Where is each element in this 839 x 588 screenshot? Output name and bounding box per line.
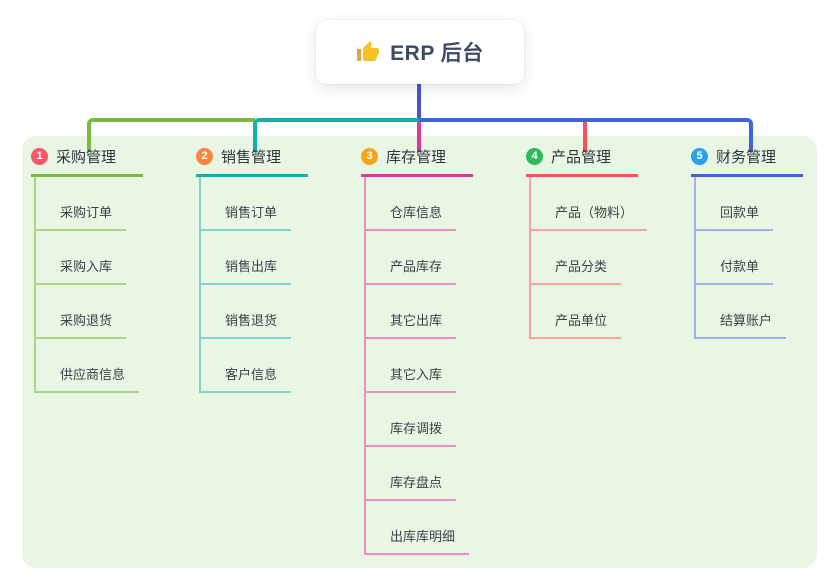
child-node[interactable]: 产品（物料） <box>531 177 648 231</box>
child-node[interactable]: 结算账户 <box>696 285 787 339</box>
child-node[interactable]: 供应商信息 <box>36 339 140 393</box>
child-label: 产品分类 <box>531 256 622 285</box>
child-label: 付款单 <box>696 256 774 285</box>
child-node[interactable]: 回款单 <box>696 177 786 231</box>
child-label: 库存盘点 <box>366 472 457 501</box>
child-label: 产品单位 <box>531 310 622 339</box>
branch-number-badge: 5 <box>691 148 708 165</box>
branch-children: 采购订单 采购入库 采购退货 供应商信息 <box>34 177 140 393</box>
child-label: 销售出库 <box>201 256 292 285</box>
child-node[interactable]: 产品库存 <box>366 231 469 285</box>
child-node[interactable]: 销售订单 <box>201 177 292 231</box>
child-label: 回款单 <box>696 202 774 231</box>
child-label: 产品库存 <box>366 256 457 285</box>
connector-branch-inventory-drop <box>417 122 421 152</box>
child-label: 采购退货 <box>36 310 127 339</box>
root-title: ERP 后台 <box>390 42 484 65</box>
child-label: 客户信息 <box>201 364 292 393</box>
branch-product: 4 产品管理 产品（物料） 产品分类 产品单位 <box>526 146 648 339</box>
child-label: 供应商信息 <box>36 364 140 393</box>
branch-header-finance[interactable]: 5 财务管理 <box>691 146 803 177</box>
child-node[interactable]: 出库库明细 <box>366 501 470 555</box>
child-label: 仓库信息 <box>366 202 457 231</box>
child-node[interactable]: 销售退货 <box>201 285 292 339</box>
child-node[interactable]: 采购入库 <box>36 231 139 285</box>
branch-number-badge: 1 <box>31 148 48 165</box>
branch-title: 采购管理 <box>56 149 117 166</box>
child-node[interactable]: 采购订单 <box>36 177 139 231</box>
child-node[interactable]: 采购退货 <box>36 285 139 339</box>
child-node[interactable]: 客户信息 <box>201 339 292 393</box>
branch-number-badge: 4 <box>526 148 543 165</box>
branch-children: 仓库信息 产品库存 其它出库 其它入库 库存调拨 库存盘点 出库库明细 <box>364 177 470 555</box>
branch-sales: 2 销售管理 销售订单 销售出库 销售退货 客户信息 <box>196 146 308 393</box>
branches-panel <box>22 136 817 568</box>
branch-number-badge: 3 <box>361 148 378 165</box>
child-node[interactable]: 库存调拨 <box>366 393 469 447</box>
branch-title: 财务管理 <box>716 149 777 166</box>
branch-children: 销售订单 销售出库 销售退货 客户信息 <box>199 177 292 393</box>
child-label: 采购订单 <box>36 202 127 231</box>
child-node[interactable]: 仓库信息 <box>366 177 469 231</box>
child-node[interactable]: 其它入库 <box>366 339 469 393</box>
connector-root-stem <box>417 84 421 122</box>
connector-branch-purchase-elbow <box>87 118 255 152</box>
child-label: 结算账户 <box>696 310 787 339</box>
branch-children: 产品（物料） 产品分类 产品单位 <box>529 177 648 339</box>
child-node[interactable]: 库存盘点 <box>366 447 469 501</box>
child-node[interactable]: 产品分类 <box>531 231 647 285</box>
branch-header-sales[interactable]: 2 销售管理 <box>196 146 308 177</box>
branch-children: 回款单 付款单 结算账户 <box>694 177 787 339</box>
child-label: 产品（物料） <box>531 202 648 231</box>
branch-title: 销售管理 <box>221 149 282 166</box>
connector-branch-sales-elbow <box>253 118 419 152</box>
child-label: 销售订单 <box>201 202 292 231</box>
connector-branch-product-drop <box>583 122 587 152</box>
child-label: 库存调拨 <box>366 418 457 447</box>
child-label: 出库库明细 <box>366 526 470 555</box>
root-node[interactable]: ERP 后台 <box>316 20 524 84</box>
thumbs-up-icon <box>357 41 380 61</box>
branch-header-purchase[interactable]: 1 采购管理 <box>31 146 143 177</box>
child-label: 其它入库 <box>366 364 457 393</box>
connector-branch-finance-elbow <box>419 118 753 152</box>
branch-header-inventory[interactable]: 3 库存管理 <box>361 146 473 177</box>
branch-inventory: 3 库存管理 仓库信息 产品库存 其它出库 其它入库 库存调拨 库存盘点 出库库… <box>361 146 473 555</box>
child-label: 其它出库 <box>366 310 457 339</box>
branch-finance: 5 财务管理 回款单 付款单 结算账户 <box>691 146 803 339</box>
child-label: 采购入库 <box>36 256 127 285</box>
branch-header-product[interactable]: 4 产品管理 <box>526 146 638 177</box>
child-node[interactable]: 付款单 <box>696 231 786 285</box>
child-node[interactable]: 其它出库 <box>366 285 469 339</box>
child-label: 销售退货 <box>201 310 292 339</box>
branch-title: 库存管理 <box>386 149 447 166</box>
branch-purchase: 1 采购管理 采购订单 采购入库 采购退货 供应商信息 <box>31 146 143 393</box>
branch-title: 产品管理 <box>551 149 612 166</box>
child-node[interactable]: 销售出库 <box>201 231 292 285</box>
branch-number-badge: 2 <box>196 148 213 165</box>
child-node[interactable]: 产品单位 <box>531 285 647 339</box>
